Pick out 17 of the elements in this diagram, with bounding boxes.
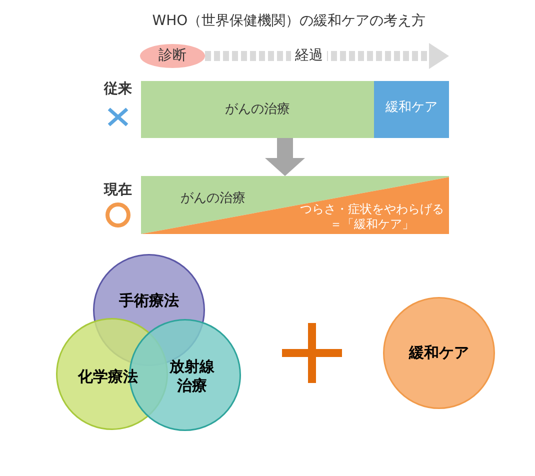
timeline-arrow: [205, 43, 449, 69]
diagram-title: WHO（世界保健機関）の緩和ケアの考え方: [152, 12, 426, 30]
segment-label: 緩和ケア: [386, 100, 438, 116]
bar-label: がんの治療: [180, 190, 246, 208]
palliative-circle: [383, 297, 495, 409]
circle-label: 化学療法: [78, 368, 138, 386]
segment-label: がんの治療: [225, 102, 290, 118]
row-label: 従来: [104, 81, 132, 98]
pill-label: 診断: [158, 47, 186, 65]
down-arrow: [265, 138, 305, 176]
bar-segment: [374, 81, 449, 138]
circle-label: 放射線治療: [168, 357, 216, 395]
row-label: 現在: [104, 182, 132, 199]
circle-label: 緩和ケア: [409, 344, 469, 362]
circle-label: 手術療法: [119, 292, 179, 310]
bar-label: つらさ・症状をやわらげる＝「緩和ケア」: [299, 202, 445, 232]
diagnosis-pill: [140, 44, 205, 68]
